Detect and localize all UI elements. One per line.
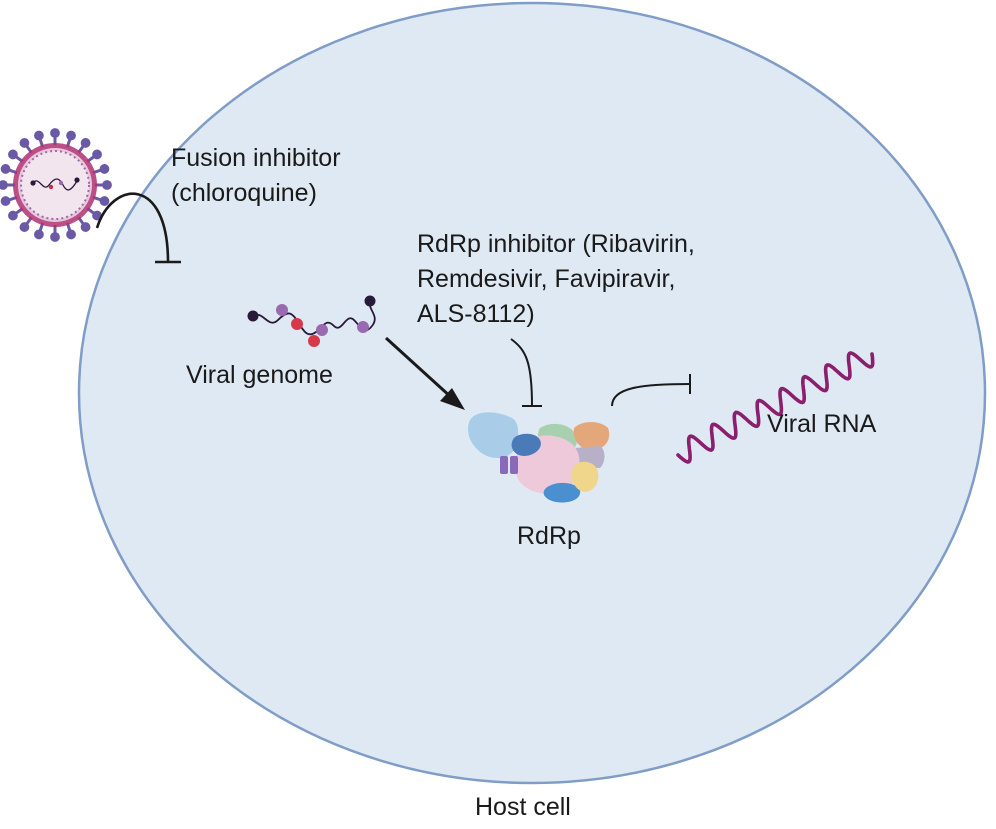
virus-spike-head — [66, 130, 76, 141]
rdrp-inhibitor-label: RdRp inhibitor (Ribavirin, Remdesivir, F… — [417, 230, 695, 328]
virus-icon — [0, 128, 112, 242]
viral-genome-icon — [247, 295, 376, 347]
rna-inhibition-line — [611, 383, 691, 407]
viral-rna-label: Viral RNA — [767, 410, 877, 438]
virus-spike-head — [0, 180, 8, 190]
viral-genome-label: Viral genome — [186, 361, 333, 389]
rdrp-label: RdRp — [517, 522, 581, 550]
viral-rna-icon — [676, 351, 875, 464]
virus-spike-head — [102, 180, 112, 190]
genome-to-rdrp-arrowhead — [440, 388, 465, 410]
virus-spike-head — [0, 196, 11, 206]
virus-spike-head — [92, 149, 102, 160]
fusion-inhibitor-line — [95, 192, 170, 263]
virus-spike-head — [34, 229, 44, 240]
virus-spike-head — [80, 222, 91, 232]
virus-spike-head — [92, 210, 102, 221]
rdrp-inhibitor-line — [510, 338, 533, 407]
virus-spike-head — [66, 229, 76, 240]
fusion-inhibitor-label: Fusion inhibitor (chloroquine) — [171, 144, 341, 207]
virus-spike-head — [8, 210, 18, 221]
virus-spike-head — [99, 196, 110, 206]
rdrp-enzyme-icon — [468, 412, 610, 503]
virus-spike-head — [80, 138, 91, 148]
virus-spike-head — [19, 138, 30, 148]
virus-spike-head — [34, 130, 44, 141]
virus-spike-head — [19, 222, 30, 232]
host-cell-label: Host cell — [475, 793, 571, 821]
genome-to-rdrp-arrow — [384, 336, 454, 400]
virus-spike-head — [50, 128, 60, 138]
virus-spike-head — [50, 232, 60, 242]
virus-spike-head — [8, 149, 18, 160]
virus-spike-head — [0, 164, 11, 174]
virus-spike-head — [99, 164, 110, 174]
